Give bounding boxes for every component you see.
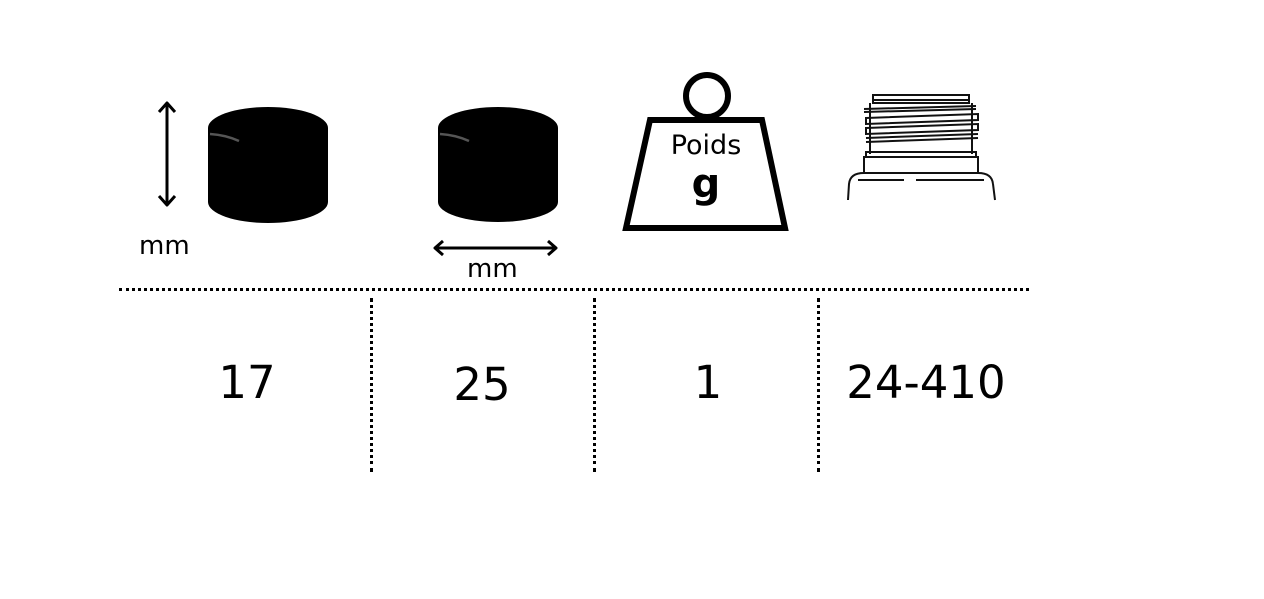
height-value: 17 bbox=[218, 356, 276, 409]
cap-diameter-icon bbox=[430, 98, 570, 268]
neck-finish-value: 24-410 bbox=[846, 356, 1006, 409]
weight-unit-label: g bbox=[691, 161, 721, 207]
weight-label: Poids bbox=[670, 130, 742, 161]
bottle-neck-thread-icon bbox=[844, 92, 1004, 207]
weight-value: 1 bbox=[693, 356, 723, 409]
column-separator-1 bbox=[370, 298, 373, 472]
column-separator-2 bbox=[593, 298, 596, 472]
column-separator-3 bbox=[817, 298, 820, 472]
weight-icon bbox=[622, 72, 792, 234]
diameter-value: 25 bbox=[453, 358, 511, 411]
diameter-unit-label: mm bbox=[467, 254, 518, 284]
height-unit-label: mm bbox=[139, 231, 190, 261]
cap-height-icon bbox=[150, 98, 340, 228]
header-separator bbox=[119, 288, 1029, 291]
